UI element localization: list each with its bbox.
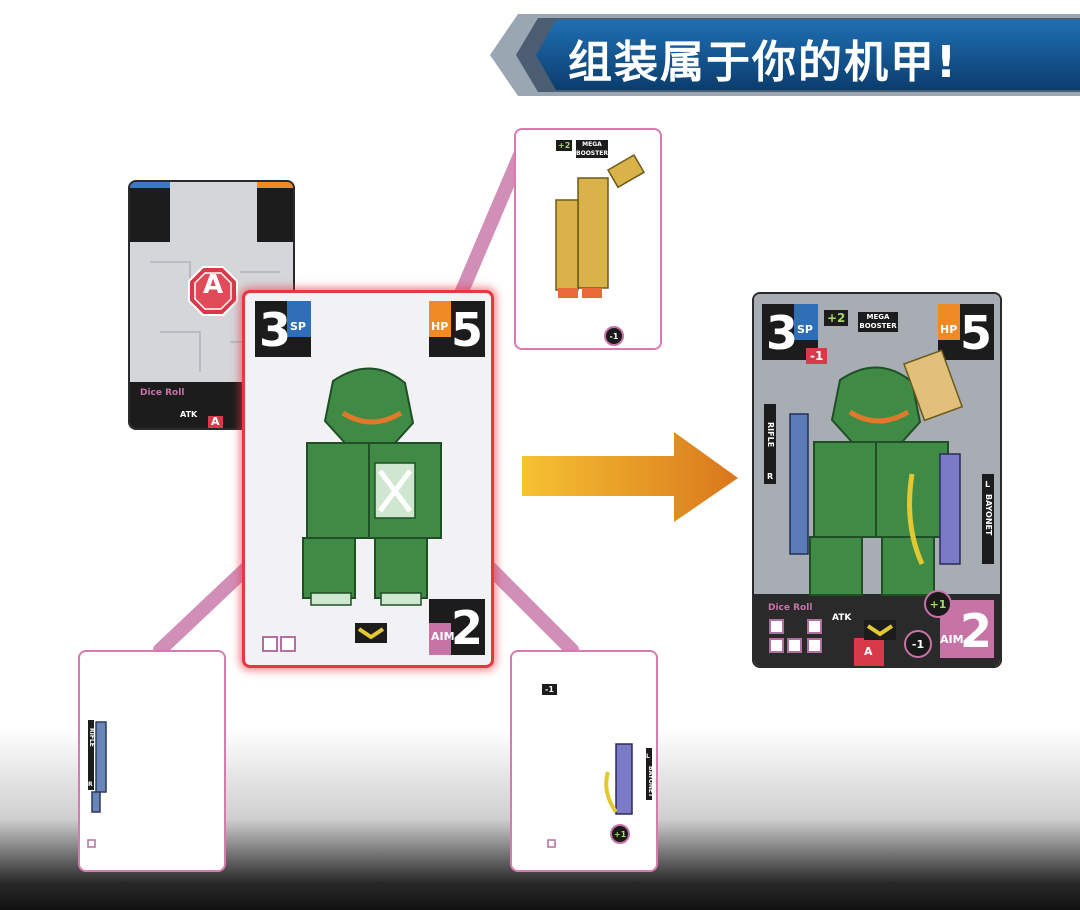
booster-illustration: [555, 153, 646, 298]
result-aim-penalty: -1: [904, 630, 932, 658]
rifle-part-card[interactable]: RIFLE R: [78, 650, 226, 872]
mech-speed-label: SP: [290, 320, 306, 333]
action-stat: ATK: [180, 410, 198, 419]
result-aim-bonus: +1: [924, 590, 952, 618]
mech-aim-label: AIM: [431, 630, 455, 643]
bayonet-part-card[interactable]: -1 BAYONET L +1: [510, 650, 658, 872]
result-speed-label: SP: [797, 323, 813, 336]
result-aim-value: 2: [960, 604, 993, 658]
result-bayonet-name: BAYONET: [984, 494, 993, 536]
booster-name: MEGA BOOSTER: [576, 140, 608, 158]
banner-title: 组装属于你的机甲!: [568, 37, 959, 88]
bayonet-name: BAYONET: [647, 766, 654, 798]
bayonet-bonus: +1: [610, 824, 630, 844]
circuit-pattern: [130, 182, 293, 428]
bayonet-illustration: [547, 743, 652, 848]
rifle-illustration: [87, 720, 107, 848]
bayonet-side: L: [646, 753, 650, 760]
booster-penalty: -1: [604, 326, 624, 346]
mech-hp-label: HP: [431, 320, 449, 333]
mech-hp-value: 5: [451, 303, 484, 357]
result-dice-label: Dice Roll: [768, 603, 813, 613]
assembled-mech-card[interactable]: 3 SP +2 MEGA BOOSTER -1 5 HP RIFLE R BAY…: [752, 292, 1002, 668]
result-rifle-side: R: [767, 472, 774, 481]
mech-speed-value: 3: [259, 303, 292, 357]
action-letter-icon: [188, 266, 238, 316]
title-banner: [490, 14, 1080, 96]
action-footer: A: [208, 416, 223, 428]
mech-aim-value: 2: [451, 601, 484, 655]
assembled-mech-illustration: [754, 294, 1000, 666]
action-letter: A: [202, 270, 224, 300]
mech-base-card[interactable]: 3 SP 5 HP 2 AIM: [242, 290, 494, 668]
mech-illustration: [255, 301, 485, 655]
booster-modifier: +2: [556, 140, 573, 151]
action-label: Dice Roll: [140, 388, 185, 398]
result-aim-label: AIM: [940, 633, 964, 646]
bayonet-modifier: -1: [542, 684, 557, 695]
result-hp-label: HP: [940, 323, 958, 336]
result-footer: A: [864, 645, 873, 658]
rifle-name: RIFLE: [88, 728, 95, 747]
result-speed-penalty: -1: [806, 348, 828, 364]
rifle-side: R: [88, 781, 93, 788]
booster-part-card[interactable]: +2 MEGA BOOSTER -1: [514, 128, 662, 350]
result-bayonet-side: L: [985, 480, 991, 489]
result-rifle-name: RIFLE: [766, 422, 775, 448]
result-booster-name: MEGA BOOSTER: [858, 312, 898, 332]
result-hp-value: 5: [960, 306, 993, 360]
result-speed-value: 3: [766, 306, 799, 360]
result-atk-label: ATK: [832, 613, 852, 623]
result-booster-mod: +2: [824, 310, 849, 326]
